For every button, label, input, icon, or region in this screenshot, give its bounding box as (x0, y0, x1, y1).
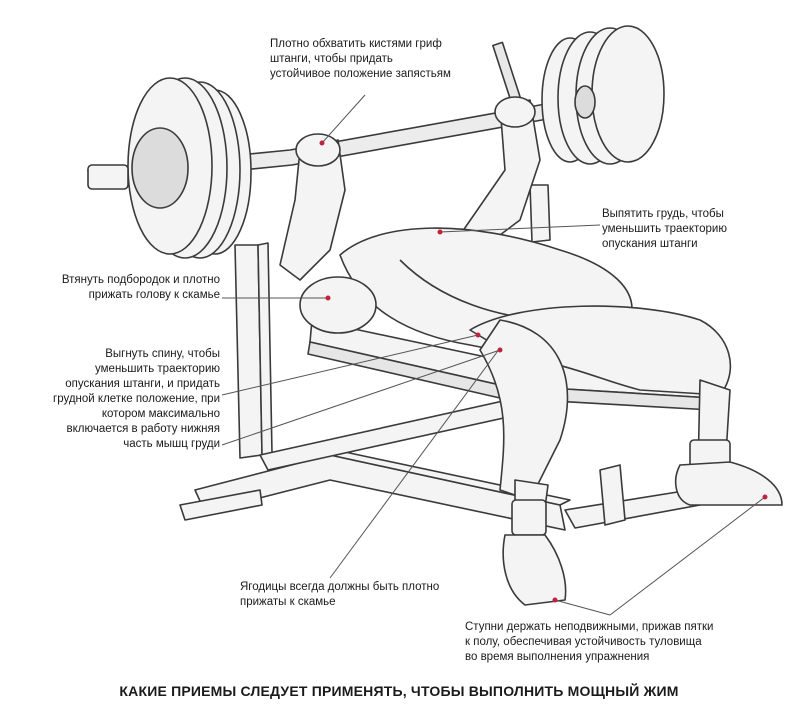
annotation-feet: Ступни держать неподвижными, прижав пятк… (465, 620, 713, 665)
figure-caption: КАКИЕ ПРИЕМЫ СЛЕДУЕТ ПРИМЕНЯТЬ, ЧТОБЫ ВЫ… (0, 683, 798, 699)
annotation-chest: Выпятить грудь, чтобы уменьшить траектор… (602, 207, 727, 252)
annotation-chin: Втянуть подбородок и плотно прижать голо… (18, 273, 220, 303)
annotation-grip: Плотно обхватить кистями гриф штанги, чт… (270, 37, 451, 82)
annotation-back: Выгнуть спину, чтобы уменьшить траектори… (20, 347, 220, 452)
annotation-glutes: Ягодицы всегда должны быть плотно прижат… (240, 580, 439, 610)
